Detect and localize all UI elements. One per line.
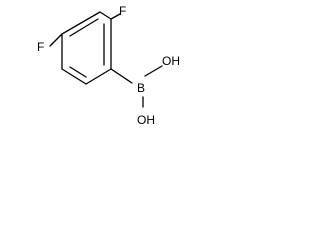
molecule-structure: F F B OH OH bbox=[37, 4, 180, 127]
bond-c4-c5 bbox=[85, 68, 112, 85]
structure-canvas: F F B OH OH bbox=[0, 0, 198, 137]
fluorine-left-label: F bbox=[37, 40, 44, 54]
fluorine-top-label: F bbox=[119, 4, 126, 18]
boron-label: B bbox=[137, 81, 145, 95]
atom-labels: F F B OH OH bbox=[37, 4, 180, 127]
bond-ring-to-left-fluorine bbox=[49, 33, 63, 47]
bond-c5-c6 bbox=[61, 68, 87, 85]
benzene-ring bbox=[61, 11, 112, 85]
bond-c1-c2 bbox=[61, 11, 101, 35]
bond-ring-to-boron bbox=[110, 68, 133, 84]
bond-ring-to-top-fluorine bbox=[110, 13, 121, 20]
aromatic-inner-bond-bottom bbox=[69, 66, 87, 78]
hydroxyl-bottom-label: OH bbox=[137, 113, 155, 127]
bond-c2-c3 bbox=[99, 11, 112, 20]
bond-boron-to-top-hydroxyl bbox=[144, 65, 163, 77]
aromatic-inner-bond-top bbox=[69, 18, 99, 37]
substituent-bonds bbox=[49, 13, 163, 108]
hydroxyl-top-label: OH bbox=[162, 54, 180, 68]
